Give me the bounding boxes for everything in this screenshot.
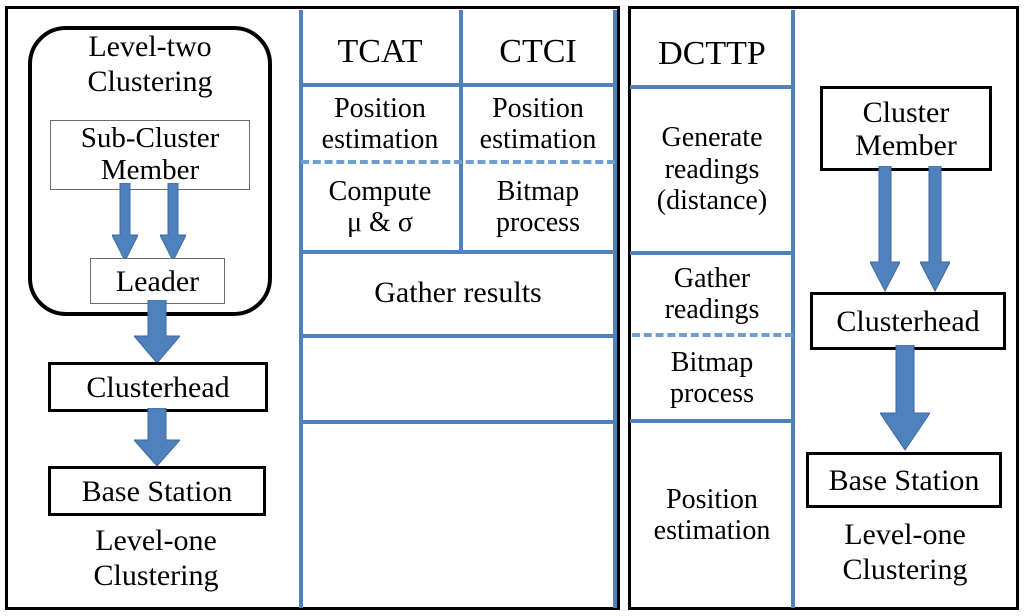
sub-cluster-member-line2: Member [100, 154, 200, 186]
clusterhead-box-right: Clusterhead [810, 292, 1006, 350]
sub-cluster-member-to-leader-arrow-a [112, 183, 138, 263]
base-station-box-left: Base Station [48, 466, 266, 516]
sub-cluster-member-box: Sub-Cluster Member [50, 120, 250, 190]
middle-cell-ctci-position-estimation: Position estimation [479, 92, 597, 155]
level-one-clustering-label-left: Level-one Clustering [30, 524, 282, 593]
level-one-left-line2: Clustering [93, 558, 219, 592]
dcttp-divider-header [630, 85, 795, 89]
middle-cell-empty-2 [301, 424, 615, 606]
middle-table-left-border [299, 10, 303, 608]
middle-divider-dashed [301, 160, 615, 164]
dcttp-header: DCTTP [658, 34, 766, 72]
middle-cell-tcat-compute: Compute μ & σ [328, 175, 432, 238]
middle-cell-tcat-position-estimation: Position estimation [321, 92, 439, 155]
cluster-member-line1: Cluster [862, 95, 950, 129]
middle-cell-gather-results: Gather results [374, 276, 542, 310]
leader-label: Leader [115, 264, 200, 298]
dcttp-divider-1 [630, 251, 795, 255]
dcttp-divider-dashed [632, 333, 793, 337]
cluster-member-line2: Member [855, 128, 957, 162]
clusterhead-to-base-station-arrow-left [134, 408, 180, 467]
leader-box: Leader [90, 258, 225, 304]
middle-divider-2 [299, 250, 617, 254]
cluster-member-box: Cluster Member [820, 86, 992, 171]
middle-cell-ctci-bitmap: Bitmap process [496, 175, 580, 238]
cluster-member-to-clusterhead-arrow-b [920, 166, 950, 293]
dcttp-cell-generate-readings: Generate readings (distance) [656, 122, 768, 217]
level-one-left-line1: Level-one [95, 524, 217, 557]
clusterhead-to-base-station-arrow-right [880, 345, 930, 451]
middle-table-column-divider [459, 10, 463, 252]
dcttp-divider-2 [630, 419, 795, 423]
clusterhead-box-left: Clusterhead [48, 362, 268, 412]
level-one-right-line2: Clustering [842, 552, 968, 586]
base-station-label-left: Base Station [81, 474, 233, 508]
middle-divider-3 [299, 334, 617, 338]
level-one-clustering-label-right: Level-one Clustering [806, 518, 1004, 587]
cluster-member-to-clusterhead-arrow-a [870, 166, 900, 293]
base-station-label-right: Base Station [828, 463, 980, 497]
dcttp-cell-bitmap-process: Bitmap process [670, 346, 754, 409]
level-two-clustering-label: Level-two Clustering [28, 30, 272, 99]
dcttp-right-border [791, 10, 795, 608]
base-station-box-right: Base Station [806, 452, 1002, 508]
middle-cell-empty-1 [301, 338, 615, 418]
level-one-right-line1: Level-one [844, 518, 966, 551]
sub-cluster-member-line1: Sub-Cluster [80, 122, 220, 155]
middle-header-ctci: CTCI [499, 32, 577, 70]
dcttp-cell-gather-readings: Gather readings [664, 262, 760, 325]
sub-cluster-member-to-leader-arrow-b [160, 183, 186, 263]
clusterhead-label-left: Clusterhead [86, 370, 230, 404]
middle-divider-header [299, 83, 617, 87]
dcttp-cell-position-estimation: Position estimation [653, 483, 771, 546]
level-two-line2: Clustering [87, 64, 213, 98]
middle-header-tcat: TCAT [337, 32, 423, 70]
level-two-line1: Level-two [88, 30, 212, 63]
leader-to-clusterhead-arrow [134, 300, 180, 364]
clusterhead-label-right: Clusterhead [836, 304, 980, 338]
middle-table-right-border [613, 10, 617, 608]
middle-divider-4 [299, 420, 617, 424]
